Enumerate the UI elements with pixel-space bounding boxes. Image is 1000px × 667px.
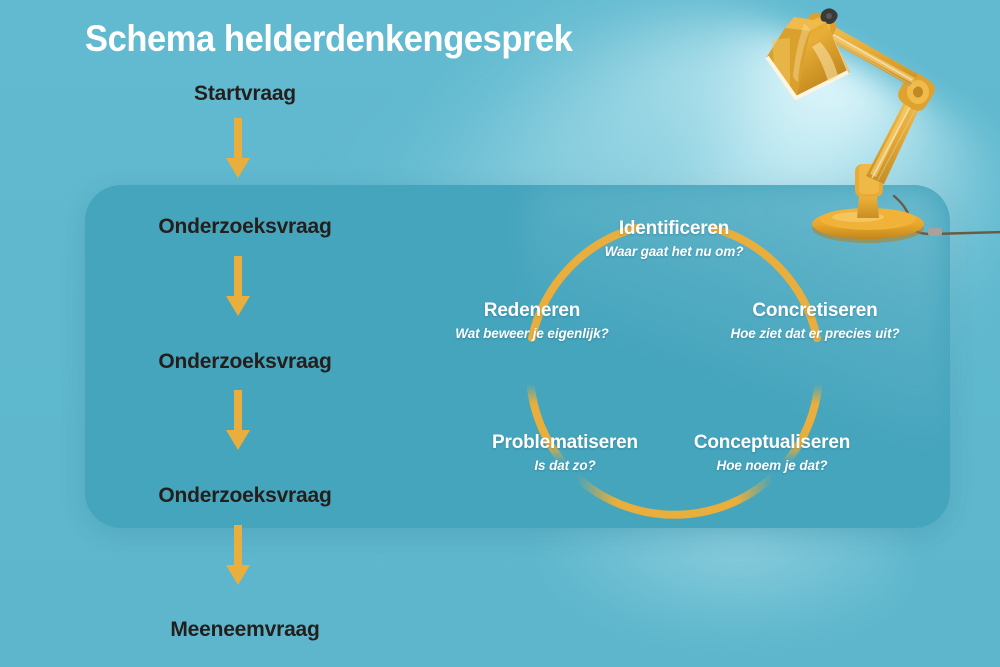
flow-arrow-down-1 xyxy=(224,118,252,180)
cycle-node-conceptualiseren: Conceptualiseren Hoe noem je dat? xyxy=(694,432,850,475)
flow-arrow-down-2 xyxy=(224,256,252,318)
flow-arrow-down-3 xyxy=(224,390,252,452)
cycle-node-problematiseren: Problematiseren Is dat zo? xyxy=(492,432,638,475)
thinking-cycle xyxy=(502,196,847,542)
cycle-node-title: Concretiseren xyxy=(752,300,878,321)
cycle-node-identificeren: Identificeren Waar gaat het nu om? xyxy=(605,218,744,261)
flow-step-onderzoeksvraag-2: Onderzoeksvraag xyxy=(158,350,332,373)
flow-step-meeneemvraag: Meeneemvraag xyxy=(170,618,320,641)
cycle-node-redeneren: Redeneren Wat beweer je eigenlijk? xyxy=(455,300,609,343)
cycle-node-concretiseren: Concretiseren Hoe ziet dat er precies ui… xyxy=(731,300,900,343)
flow-step-onderzoeksvraag-1: Onderzoeksvraag xyxy=(158,215,332,238)
cycle-node-title: Problematiseren xyxy=(492,432,638,453)
flow-arrow-down-4 xyxy=(224,525,252,587)
cycle-node-subtitle: Waar gaat het nu om? xyxy=(604,244,744,259)
page-title: Schema helderdenkengesprek xyxy=(85,18,573,59)
cycle-node-subtitle: Is dat zo? xyxy=(534,458,596,473)
cycle-node-title: Identificeren xyxy=(618,218,730,239)
cycle-node-title: Redeneren xyxy=(483,300,581,321)
cycle-node-subtitle: Hoe ziet dat er precies uit? xyxy=(730,326,900,341)
cycle-node-subtitle: Wat beweer je eigenlijk? xyxy=(455,326,609,341)
flow-step-startvraag: Startvraag xyxy=(194,82,296,105)
cycle-node-title: Conceptualiseren xyxy=(693,432,851,453)
cycle-node-subtitle: Hoe noem je dat? xyxy=(716,458,828,473)
flow-step-onderzoeksvraag-3: Onderzoeksvraag xyxy=(158,484,332,507)
